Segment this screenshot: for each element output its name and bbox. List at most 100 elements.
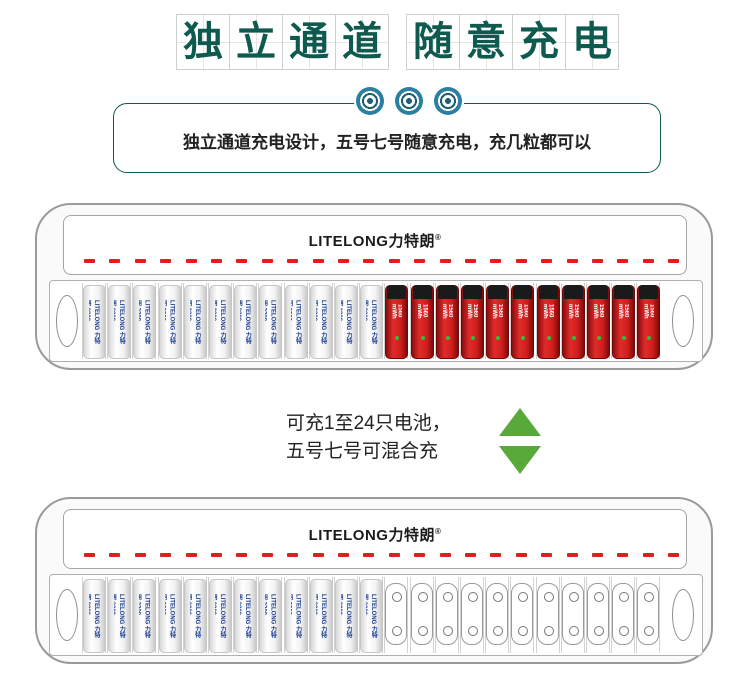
- title: 独 立 通 道 随 意 充 电: [0, 14, 750, 74]
- subtitle-text: 独立通道充电设计，五号七号随意充电，充几粒都可以: [183, 133, 591, 153]
- battery-label: LITELONG 力特朗 3200: [265, 594, 276, 638]
- capacity-note: 可充1至24只电池， 五号七号可混合充: [286, 410, 496, 466]
- title-char: 充: [512, 14, 566, 70]
- led-indicator: [490, 259, 502, 263]
- capacity-note-line2: 五号七号可混合充: [286, 441, 439, 462]
- battery-label: 1560 mWh: [493, 304, 504, 319]
- battery-label: LITELONG 力特朗 3200: [366, 300, 377, 344]
- aa-battery: LITELONG 力特朗 3200: [360, 579, 384, 653]
- led-indicator: [261, 259, 273, 263]
- empty-contact: [561, 583, 584, 645]
- brand-logo: LITELONG力特朗®: [308, 233, 442, 250]
- battery-label: 1560 mWh: [619, 304, 630, 319]
- aa-battery: LITELONG 力特朗 3200: [259, 579, 283, 653]
- battery-label: LITELONG 力特朗 3200: [341, 594, 351, 638]
- battery-label: 1560 mWh: [568, 304, 579, 319]
- battery-label: LITELONG 力特朗 3200: [215, 594, 225, 638]
- led-indicator: [388, 553, 400, 557]
- battery-tray: LITELONG 力特朗 3200 LITELONG 力特朗 3200 LITELO…: [49, 280, 703, 362]
- battery-slot: [586, 577, 610, 653]
- led-indicator: [566, 553, 578, 557]
- aa-battery: LITELONG 力特朗 3200: [183, 285, 207, 359]
- arrow-down-icon: [499, 446, 541, 474]
- aaa-battery: 1560 mWh: [612, 285, 636, 359]
- aa-battery: LITELONG 力特朗 3200: [284, 285, 308, 359]
- battery-label: 1560 mWh: [392, 304, 403, 319]
- aa-battery: LITELONG 力特朗 3200: [158, 285, 182, 359]
- empty-contact: [536, 583, 559, 645]
- led-indicator: [236, 259, 248, 263]
- battery-label: 1560 mWh: [442, 304, 453, 319]
- led-indicator: [668, 553, 680, 557]
- battery-cap: [412, 285, 432, 299]
- led-indicator: [592, 553, 603, 557]
- indicator-leds: [84, 259, 684, 265]
- led-indicator: [211, 553, 222, 557]
- led-indicator: [541, 259, 553, 263]
- battery-slot: [510, 577, 535, 653]
- battery-cap: [639, 285, 659, 299]
- battery-cap: [437, 285, 457, 299]
- aa-battery: LITELONG 力特朗 3200: [133, 579, 157, 653]
- battery-label: LITELONG 力特朗 3200: [240, 594, 251, 638]
- led-indicator: [414, 259, 426, 263]
- aaa-battery: 1560 mWh: [385, 285, 409, 359]
- empty-contact: [486, 583, 509, 645]
- battery-label: LITELONG 力特朗 3200: [165, 300, 175, 344]
- led-indicator: [185, 553, 197, 557]
- indicator-leds: [84, 553, 684, 559]
- aa-battery: LITELONG 力特朗 3200: [158, 579, 182, 653]
- charger-lid: LITELONG力特朗®: [63, 509, 687, 569]
- battery-label: LITELONG 力特朗 3200: [316, 300, 326, 344]
- led-indicator: [515, 259, 527, 263]
- battery-label: LITELONG 力特朗 3200: [89, 300, 99, 344]
- led-indicator: [84, 259, 95, 263]
- battery-label: LITELONG 力特朗 3200: [114, 594, 125, 638]
- led-indicator: [566, 259, 578, 263]
- title-char: 随: [406, 14, 460, 70]
- battery-cap: [488, 285, 508, 299]
- aa-battery: LITELONG 力特朗 3200: [309, 285, 333, 359]
- title-char: 独: [176, 14, 230, 70]
- led-indicator: [439, 259, 451, 263]
- led-indicator: [211, 259, 222, 263]
- concentric-circle-icon: [356, 87, 384, 115]
- aaa-battery: 1560 mWh: [637, 285, 661, 359]
- led-indicator: [160, 553, 172, 557]
- aa-battery: LITELONG 力特朗 3200: [259, 285, 283, 359]
- battery-slot: [535, 577, 560, 653]
- empty-contact: [435, 583, 458, 645]
- empty-contact: [410, 583, 433, 645]
- led-indicator: [465, 259, 476, 263]
- battery-label: LITELONG 力特朗 3200: [265, 300, 276, 344]
- aa-battery: LITELONG 力特朗 3200: [108, 285, 132, 359]
- led-indicator: [287, 553, 299, 557]
- decorative-dots: [354, 86, 464, 116]
- tray-knob-right: [672, 589, 694, 641]
- aa-battery: LITELONG 力特朗 3200: [83, 579, 106, 653]
- led-indicator: [261, 553, 273, 557]
- aaa-battery: 1560 mWh: [587, 285, 610, 359]
- battery-dot: [546, 336, 551, 340]
- battery-label: LITELONG 力特朗 3200: [139, 594, 150, 638]
- led-indicator: [515, 553, 527, 557]
- charger-partial: LITELONG力特朗® LITELONG 力特朗 3200 LITELONG 力…: [35, 497, 713, 664]
- led-indicator: [84, 553, 95, 557]
- aa-battery: LITELONG 力特朗 3200: [234, 285, 258, 359]
- led-indicator: [109, 259, 121, 263]
- battery-slot: [611, 577, 636, 653]
- battery-label: 1560 mWh: [417, 304, 428, 319]
- battery-slot: [636, 577, 661, 653]
- title-char: 意: [459, 14, 513, 70]
- battery-label: 1560 mWh: [594, 304, 604, 319]
- aa-battery: LITELONG 力特朗 3200: [108, 579, 132, 653]
- aa-battery: LITELONG 力特朗 3200: [234, 579, 258, 653]
- battery-slot: [434, 577, 459, 653]
- led-indicator: [338, 553, 349, 557]
- led-indicator: [312, 259, 324, 263]
- battery-label: LITELONG 力特朗 3200: [165, 594, 175, 638]
- title-char: 道: [335, 14, 389, 70]
- empty-contact: [612, 583, 635, 645]
- battery-cap: [589, 285, 608, 299]
- led-indicator: [109, 553, 121, 557]
